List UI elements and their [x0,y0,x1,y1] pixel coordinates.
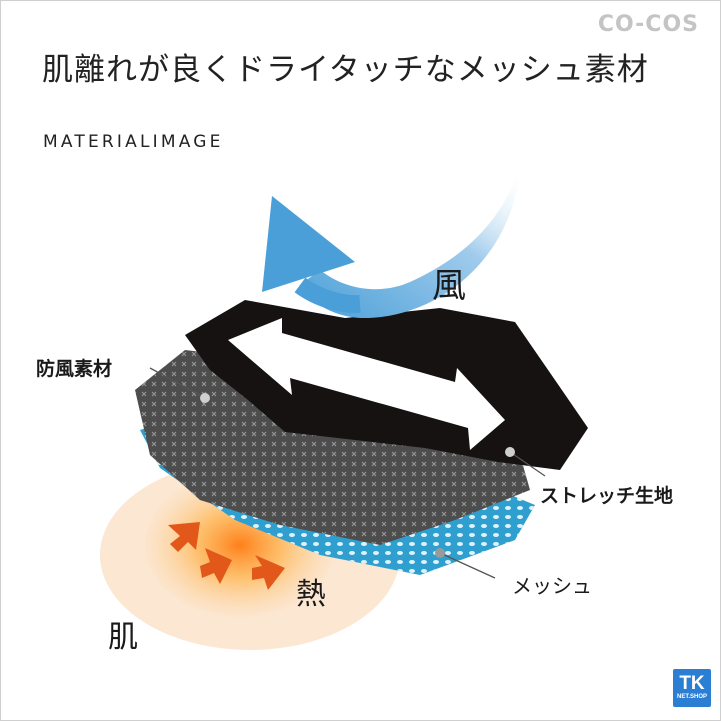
material-image-subhead: MATERIALIMAGE [43,132,224,152]
heat-arrows [168,522,285,590]
windproof-material-label: 防風素材 [36,358,113,380]
headline: 肌離れが良くドライタッチなメッシュ素材 [42,52,649,88]
brand-logo-text: CO-COS [597,12,699,37]
stretch-fabric-label: ストレッチ生地 [540,485,674,507]
stretch-double-arrow [228,318,505,450]
skin-label: 肌 [108,620,138,655]
tk-net-shop-logo: TK NET.SHOP [673,669,711,707]
mesh-label: メッシュ [512,574,592,598]
leader-dots [200,393,515,558]
logo-sub-text: NET.SHOP [676,694,707,700]
heat-label: 熱 [296,577,326,612]
wind-label: 風 [432,266,466,306]
logo-main-text: TK [679,673,705,694]
wind-arrow [262,165,520,319]
leader-lines [149,367,546,579]
stretch-layer [135,350,530,545]
